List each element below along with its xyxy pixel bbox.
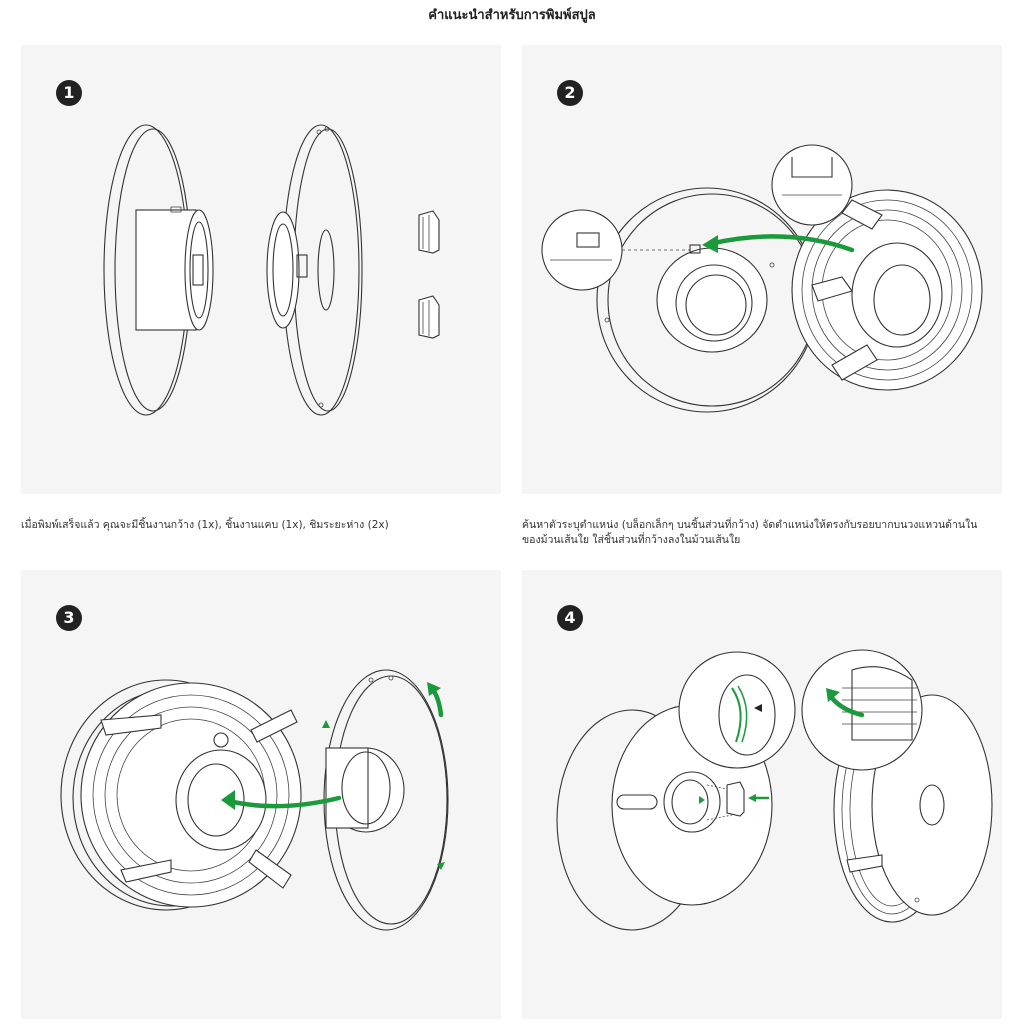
step-2-panel: 2 xyxy=(522,45,1002,494)
step-1-panel: 1 xyxy=(21,45,501,494)
step-3-panel: 3 xyxy=(21,570,501,1019)
step-2-illustration xyxy=(541,144,983,413)
page-title: คำแนะนำสำหรับการพิมพ์สปูล xyxy=(428,8,596,23)
step-badge-2: 2 xyxy=(557,80,583,106)
step-badge-4: 4 xyxy=(557,605,583,631)
step-1-illustration xyxy=(103,124,440,416)
step-1-caption: เมื่อพิมพ์เสร็จแล้ว คุณจะมีชิ้นงานกว้าง … xyxy=(21,519,389,531)
step-badge-1: 1 xyxy=(56,80,82,106)
step-2-caption: ค้นหาตัวระบุตำแหน่ง (บล็อกเล็กๆ บนชิ้นส่… xyxy=(522,519,978,546)
step-4-panel: 4 xyxy=(522,570,1002,1019)
step-badge-3: 3 xyxy=(56,605,82,631)
step-3-illustration xyxy=(60,669,449,931)
step-4-illustration xyxy=(556,649,993,931)
